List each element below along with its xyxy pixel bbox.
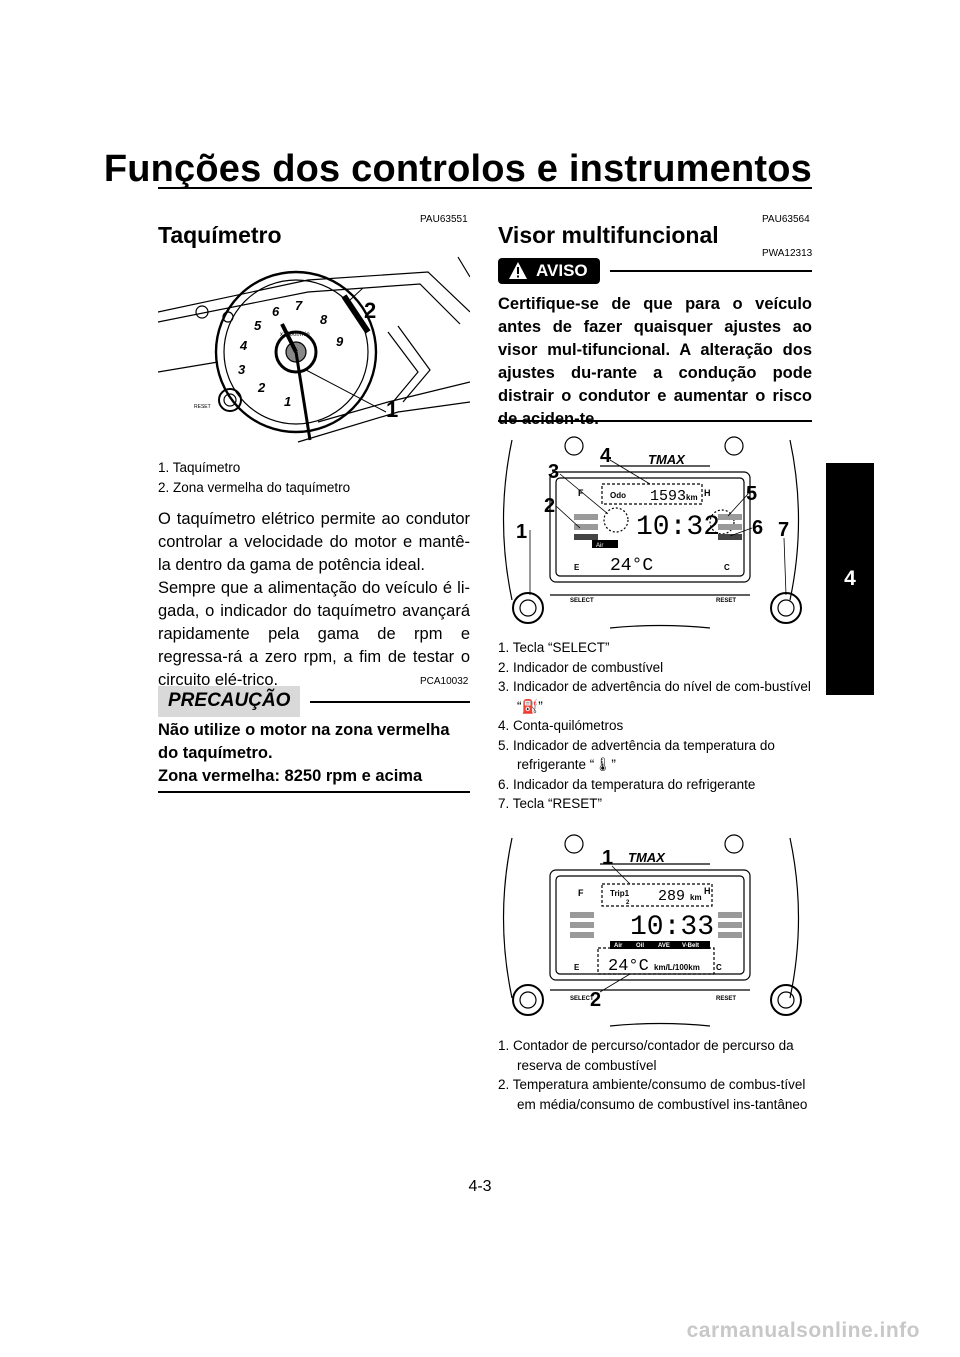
select-button-label: SELECT (570, 996, 594, 1002)
warning-label: AVISO (536, 261, 588, 280)
section-code: PAU63564 (762, 214, 810, 225)
caution-end-rule (158, 791, 470, 793)
clock-value: 10:33 (630, 912, 714, 943)
chapter-tab: 4 (826, 463, 874, 695)
caption-item: 2. Temperatura ambiente/consumo de combu… (498, 1077, 808, 1112)
caption-item: 2. Indicador de combustível (498, 659, 664, 675)
header-rule (158, 187, 812, 189)
figure-callout-1: 1 (516, 521, 527, 543)
caption-item: 1. Taquímetro (158, 460, 241, 475)
reset-button-label: RESET (716, 598, 736, 604)
km-unit: km (690, 893, 702, 902)
caution-text-2: Zona vermelha: 8250 rpm e acima (158, 767, 423, 785)
tachometer-body-2: Sempre que a alimentação do veículo é li… (158, 579, 470, 689)
figure-callout-4: 4 (600, 445, 612, 467)
reset-button-label: RESET (716, 996, 736, 1002)
odo-label: Odo (610, 491, 626, 500)
oil-indicator: Oil (636, 943, 644, 949)
tachometer-unit-label: x1000r/min (280, 332, 310, 338)
fuel-full-label: F (578, 488, 584, 498)
caption-item: 3. Indicador de advertência do nível de … (498, 679, 811, 714)
fuel-empty-label: E (574, 563, 580, 572)
trip-label: Trip1 (610, 889, 630, 898)
brand-logo: TMAX (648, 452, 686, 467)
reset-label: RESET (194, 404, 211, 410)
figure-callout-1: 1 (386, 397, 398, 422)
clock-value: 10:32 (636, 512, 720, 543)
figure-callout-1: 1 (602, 847, 613, 869)
caution-label: PRECAUÇÃO (158, 686, 301, 717)
ave-indicator: AVE (658, 943, 670, 949)
caption-item: 6. Indicador da temperatura do refrigera… (498, 776, 756, 792)
ambient-temperature: 24°C (608, 957, 649, 976)
warning-icon (509, 262, 527, 279)
svg-text:4: 4 (239, 338, 248, 353)
air-indicator: Air (614, 943, 623, 949)
section-code: PAU63551 (420, 214, 468, 225)
svg-text:2: 2 (257, 380, 266, 395)
svg-text:1: 1 (284, 394, 291, 409)
svg-text:6: 6 (272, 304, 280, 319)
section-heading-multifunction-display: Visor multifuncional (498, 222, 719, 248)
brand-logo: TMAX (628, 850, 666, 865)
multifunction-display-figure-2: Air Oil AVE V-Belt TMAX F Trip1 2 289 km… (502, 834, 802, 1027)
ambient-temperature: 24°C (610, 556, 653, 576)
display-caption-list-1: 1. Tecla “SELECT” 2. Indicador de combus… (498, 638, 812, 814)
multifunction-display-figure-1: Air TMAX F Odo 1593 km H 10:32 24°C E C … (502, 436, 802, 629)
tachometer-body: O taquímetro elétrico permite ao conduto… (158, 510, 470, 574)
tachometer-caption-list: 1. Taquímetro 2. Zona vermelha do taquím… (158, 458, 470, 497)
trip-value: 289 (658, 888, 685, 905)
warning-code: PWA12313 (762, 248, 813, 259)
watermark: carmanualsonline.info (686, 1319, 920, 1342)
temp-hot-label: H (704, 886, 711, 896)
warning-badge: AVISO (498, 258, 600, 284)
figure-callout-7: 7 (778, 519, 789, 541)
km-unit: km (686, 493, 698, 502)
fuel-empty-label: E (574, 963, 580, 972)
temp-cold-label: C (724, 563, 730, 572)
caution-banner: PRECAUÇÃO (158, 686, 470, 717)
caption-item: 2. Zona vermelha do taquímetro (158, 479, 351, 495)
caption-item: 4. Conta-quilómetros (498, 718, 624, 733)
section-heading-tachometer: Taquímetro (158, 222, 282, 248)
chapter-number: 4 (844, 567, 856, 590)
svg-text:8: 8 (320, 312, 328, 327)
consumption-unit: km/L/100km (654, 963, 700, 972)
svg-text:9: 9 (336, 334, 344, 349)
vbelt-indicator: V-Belt (682, 943, 699, 949)
figure-callout-5: 5 (746, 483, 757, 505)
figure-callout-2: 2 (590, 989, 601, 1011)
figure-callout-3: 3 (548, 461, 559, 483)
caution-text: Não utilize o motor na zona vermelha do … (158, 721, 450, 762)
banner-rule (310, 700, 470, 703)
figure-callout-6: 6 (752, 517, 763, 539)
page-title: Funções dos controlos e instrumentos (103, 148, 812, 190)
page-number: 4-3 (468, 1178, 492, 1195)
warning-text: Certifique-se de que para o veículo ante… (498, 295, 812, 428)
select-button-label: SELECT (570, 598, 594, 604)
figure-callout-2: 2 (544, 495, 555, 517)
display-caption-list-2: 1. Contador de percurso/contador de perc… (498, 1036, 812, 1114)
warning-banner: AVISO (498, 258, 812, 284)
temp-hot-label: H (704, 488, 711, 498)
caution-code: PCA10032 (420, 676, 469, 687)
svg-text:5: 5 (254, 318, 262, 333)
svg-text:7: 7 (295, 298, 303, 313)
figure-callout-2: 2 (364, 298, 376, 323)
odometer-value: 1593 (650, 488, 686, 505)
banner-rule (609, 270, 812, 272)
caption-item: 5. Indicador de advertência da temperatu… (498, 737, 775, 773)
air-indicator: Air (596, 543, 603, 549)
warning-end-rule (498, 420, 812, 422)
fuel-full-label: F (578, 888, 584, 898)
svg-text:3: 3 (238, 362, 246, 377)
caption-item: 7. Tecla “RESET” (498, 796, 603, 811)
temp-cold-label: C (716, 963, 722, 972)
trip-sub-label: 2 (626, 900, 630, 906)
caption-item: 1. Tecla “SELECT” (498, 640, 610, 655)
caption-item: 1. Contador de percurso/contador de perc… (498, 1038, 794, 1073)
